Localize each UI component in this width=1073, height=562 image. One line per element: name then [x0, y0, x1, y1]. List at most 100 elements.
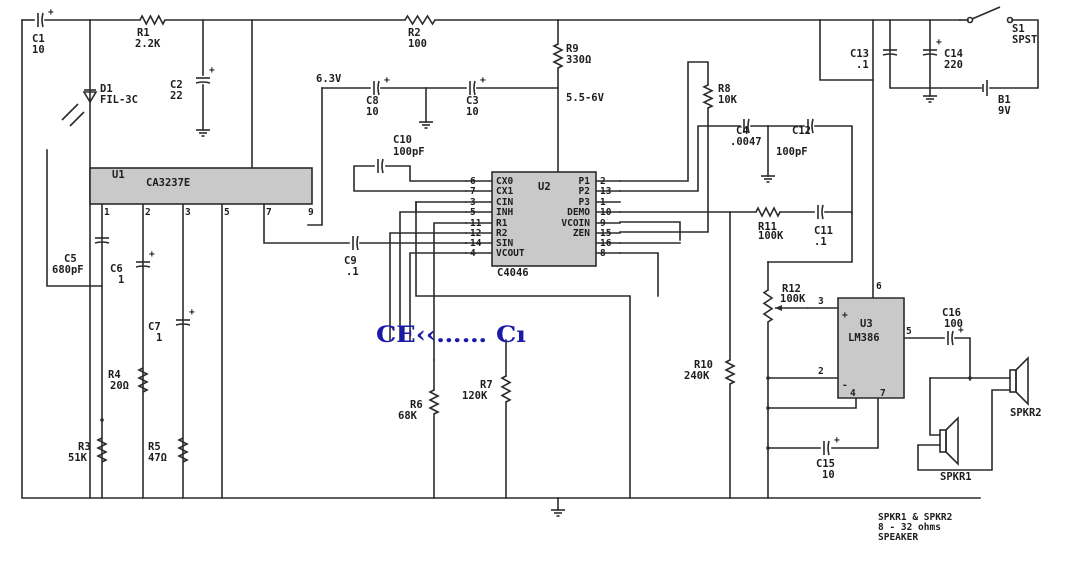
s1-switch-lever	[971, 6, 1001, 20]
r8-ref-label: R8	[718, 83, 731, 95]
c16-right	[954, 337, 971, 381]
c16-val-label: 100	[944, 318, 963, 330]
handwritten-scribble: CE‹‹…… Cı	[376, 322, 526, 348]
c10-wire-l	[353, 165, 467, 192]
c10-ref-label: C10	[393, 134, 412, 146]
c11-capacitor-plate	[821, 204, 824, 220]
u2-pin-number-right: 1	[600, 197, 606, 208]
r8-to-vcoin	[619, 107, 709, 233]
c1-capacitor-plate	[41, 12, 44, 28]
r4-resistor	[137, 367, 149, 393]
junction-dot	[766, 376, 770, 380]
u1-ic-body	[89, 167, 313, 205]
r11-ref-label: R11	[758, 221, 777, 233]
u2-pin-number-left: 4	[470, 248, 476, 259]
u1-ref-label: U1	[112, 169, 125, 181]
u3-pin-2: 2	[818, 366, 824, 377]
c7-ref-label: C7	[148, 321, 161, 333]
c14-ref-label: C14	[944, 48, 963, 60]
spkr1-feed	[929, 377, 941, 436]
u3-ic-body	[837, 297, 905, 399]
u2-ref-label: U2	[538, 181, 551, 193]
r12-ref-label: R12	[782, 283, 801, 295]
u2-pin-number-right: 13	[600, 186, 612, 197]
c4-ref-label: C4	[736, 125, 749, 137]
junction-dot	[766, 406, 770, 410]
c10-wire-r	[385, 165, 467, 182]
ground-rail	[21, 19, 981, 499]
c16-capacitor-plate	[951, 330, 954, 346]
c16-ref-label: C16	[942, 307, 961, 319]
r10-ref-label: R10	[694, 359, 713, 371]
c12-ref-label: C12	[792, 125, 811, 137]
u2-pin-name-right: ZEN	[573, 228, 590, 239]
polarity-plus: +	[384, 75, 390, 86]
s1-battery-loop	[989, 19, 1039, 89]
u3-pin-5: 5	[906, 326, 912, 337]
r3-resistor	[96, 437, 108, 463]
u1-pin-number: 7	[266, 207, 272, 218]
c14-val-label: 220	[944, 59, 963, 71]
c5-left-wire	[46, 149, 103, 287]
u2-pin-name-left: CX1	[496, 186, 513, 197]
v63-to-u1	[307, 87, 323, 226]
d1-val-label: FIL-3C	[100, 94, 138, 106]
c8-capacitor-plate	[377, 80, 380, 96]
note-l1-label: SPKR1 & SPKR2	[878, 512, 952, 523]
s1-contact-a	[966, 16, 974, 24]
u2-pin-number-right: 15	[600, 228, 612, 239]
r6-resistor	[428, 389, 440, 415]
c3-val-label: 10	[466, 106, 479, 118]
r3-ref-label: R3	[78, 441, 91, 453]
r9-ref-label: R9	[566, 43, 579, 55]
r1-resistor	[139, 14, 166, 26]
c1-val-label: 10	[32, 44, 45, 56]
c5-capacitor-plate	[94, 241, 110, 244]
u1-pin7-leg	[263, 203, 350, 244]
u1-pin-number: 2	[145, 207, 151, 218]
r4-ref-label: R4	[108, 369, 121, 381]
vcout-route	[409, 252, 467, 341]
u2-pin-name-right: DEMO	[567, 207, 590, 218]
c1-ref-label: C1	[32, 33, 45, 45]
polarity-plus: +	[209, 65, 215, 76]
u2-pin-name-left: INH	[496, 207, 513, 218]
cin-route	[415, 201, 631, 499]
r6-val-label: 68K	[398, 410, 418, 422]
v5566-label: 5.5-6V	[566, 92, 605, 104]
c13-val-label: .1	[856, 59, 869, 71]
r8-resistor	[702, 84, 714, 109]
c5-ref-label: C5	[64, 253, 77, 265]
polarity-plus: +	[48, 7, 54, 18]
r12-wiper-arrow-icon	[775, 305, 782, 311]
c12-down	[814, 125, 853, 215]
polarity-plus: +	[936, 37, 942, 48]
u2-pin-number-left: 11	[470, 218, 482, 229]
u3-minus-input: -	[842, 380, 848, 391]
u2-pin-number-right: 16	[600, 238, 612, 249]
r6-ref-label: R6	[410, 399, 423, 411]
u1-pin-number: 1	[104, 207, 110, 218]
r3-val-label: 51K	[68, 452, 88, 464]
spkr1-speaker-icon	[939, 429, 947, 453]
r7-resistor	[500, 375, 512, 403]
c12-val-label: 100pF	[776, 146, 808, 158]
pin8-route	[619, 252, 659, 297]
u2-pin-name-right: P1	[579, 176, 591, 187]
u3-pin4-lead	[767, 397, 857, 409]
u3-pin-4: 4	[850, 388, 856, 399]
c8-ref-label: C8	[366, 95, 379, 107]
r2-ref-label: R2	[408, 27, 421, 39]
c8-val-label: 10	[366, 106, 379, 118]
u2-pin-name-left: VCOUT	[496, 248, 525, 259]
r9-resistor	[552, 43, 564, 69]
v63-label: 6.3V	[316, 73, 342, 85]
polarity-plus: +	[149, 249, 155, 260]
s1-ref-label: S1	[1012, 23, 1025, 35]
d1-ref-label: D1	[100, 83, 113, 95]
c11-ref-label: C11	[814, 225, 833, 237]
u3-ref-label: U3	[860, 318, 873, 330]
u1-pin-number: 5	[224, 207, 230, 218]
r2-val-label: 100	[408, 38, 427, 50]
c4-val-label: .0047	[730, 136, 762, 148]
